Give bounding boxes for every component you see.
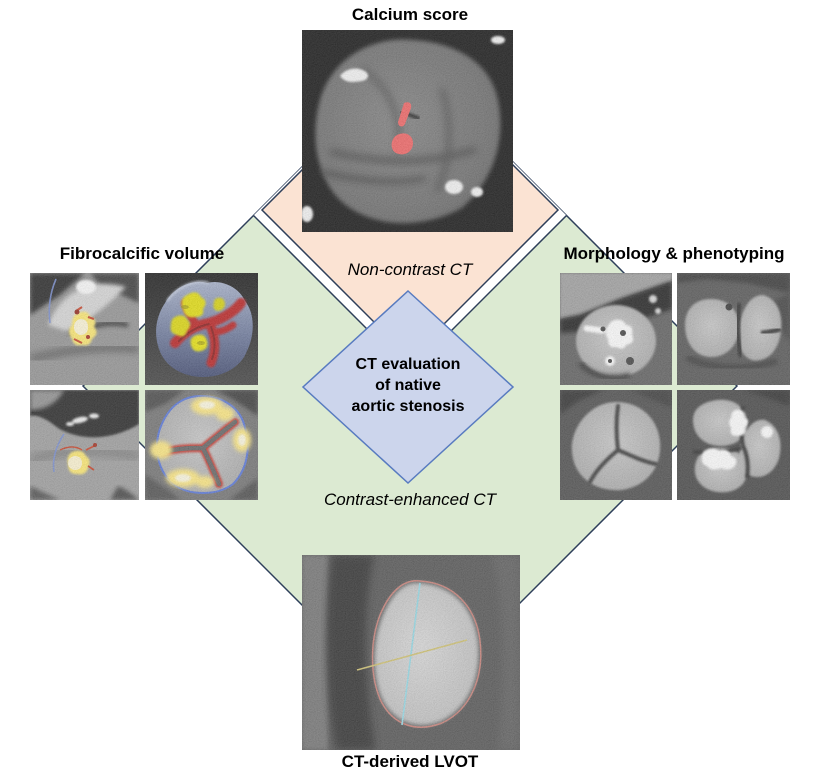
- contrast-enhanced-ct-label: Contrast-enhanced CT: [324, 490, 496, 509]
- morphology-valve-image-1: [560, 273, 672, 385]
- center-line-3: aortic stenosis: [351, 398, 465, 415]
- morphology-valve-image-4: [677, 390, 790, 500]
- center-line-2: of native: [375, 377, 441, 394]
- morphology-phenotyping-label: Morphology & phenotyping: [563, 244, 785, 263]
- fibrocalcific-longaxis-image-1: [30, 273, 139, 385]
- non-contrast-ct-label: Non-contrast CT: [347, 260, 473, 279]
- center-line-1: CT evaluation: [355, 356, 461, 373]
- center-diamond-text: CT evaluation of native aortic stenosis: [316, 354, 500, 417]
- center-diamond: [301, 289, 515, 485]
- fibrocalcific-shortaxis-image: [145, 390, 258, 500]
- calcium-score-ct-image: [302, 30, 513, 232]
- fibrocalcific-longaxis-image-2: [30, 390, 139, 500]
- morphology-valve-image-3: [560, 390, 672, 500]
- lvot-ct-image: [302, 555, 520, 750]
- fibrocalcific-3d-render-image: [145, 273, 258, 385]
- fibrocalcific-volume-label: Fibrocalcific volume: [59, 244, 225, 263]
- calcium-score-label: Calcium score: [351, 5, 469, 24]
- ct-derived-lvot-label: CT-derived LVOT: [341, 752, 479, 771]
- morphology-valve-image-2: [677, 273, 790, 385]
